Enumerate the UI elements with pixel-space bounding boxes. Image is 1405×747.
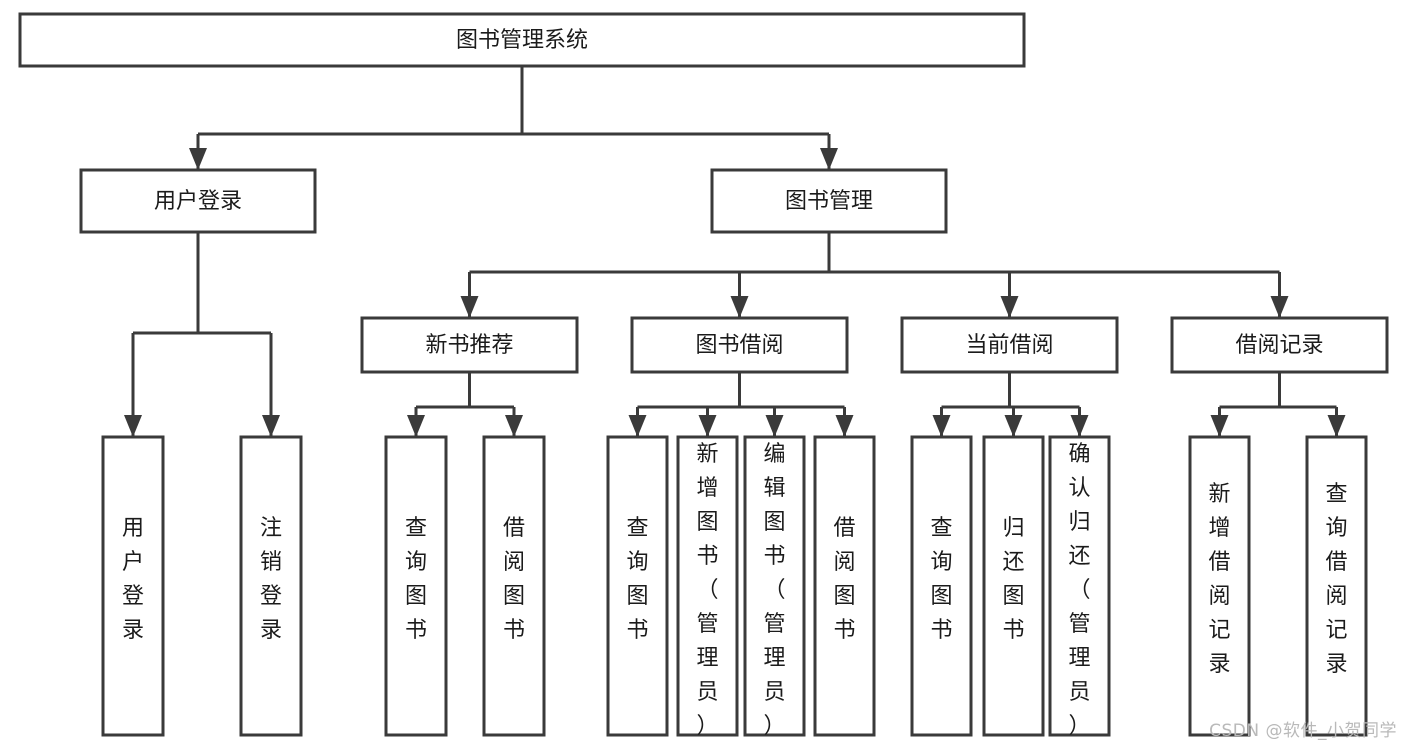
node-leaf-edit-book[interactable]: 编辑图书（管理员） [743,435,806,739]
node-box-leaf-edit-book [743,435,806,737]
node-label-leaf-edit-book: 编辑图书（管理员） [763,442,785,739]
arrow-to-leaf-query-book-borrow [628,415,647,437]
arrow-to-leaf-borrow-book [835,415,854,437]
node-box-leaf-add-book [676,435,739,737]
node-box-current-borrow [900,316,1119,374]
node-label-current-borrow: 当前借阅 [965,333,1053,358]
arrow-to-leaf-query-record [1327,415,1346,437]
node-box-user-login [79,168,317,234]
node-root[interactable]: 图书管理系统 [18,12,1026,68]
arrow-to-leaf-user-logout [262,415,280,437]
arrow-to-leaf-add-record [1210,415,1229,437]
node-leaf-add-book[interactable]: 新增图书（管理员） [676,435,739,739]
node-box-leaf-query-book-rec [384,435,448,737]
arrow-to-leaf-confirm-return [1070,415,1089,437]
node-box-leaf-confirm-return [1048,435,1111,737]
arrow-to-user-login [189,148,207,170]
node-label-borrow-record: 借阅记录 [1235,333,1323,358]
node-new-book-rec[interactable]: 新书推荐 [360,316,579,374]
arrow-to-book-borrow [730,296,749,318]
node-label-new-book-rec: 新书推荐 [425,333,513,358]
node-label-book-manage: 图书管理 [785,189,873,214]
node-leaf-user-logout[interactable]: 注销登录 [239,435,303,737]
node-label-leaf-user-logout: 注销登录 [260,516,282,643]
node-label-leaf-query-book-cur: 查询图书 [930,516,952,643]
node-current-borrow[interactable]: 当前借阅 [900,316,1119,374]
node-user-login[interactable]: 用户登录 [79,168,317,234]
node-box-leaf-return-book [982,435,1045,737]
node-label-leaf-user-login: 用户登录 [122,516,144,643]
node-leaf-user-login[interactable]: 用户登录 [101,435,165,737]
arrow-to-leaf-return-book [1004,415,1023,437]
node-leaf-borrow-book-rec[interactable]: 借阅图书 [482,435,546,737]
arrow-to-leaf-query-book-cur [932,415,951,437]
node-leaf-return-book[interactable]: 归还图书 [982,435,1045,737]
watermark-label: CSDN @软件_小贺同学 [1209,721,1397,741]
node-box-leaf-user-logout [239,435,303,737]
node-label-leaf-query-record: 查询借阅记录 [1325,482,1347,677]
node-label-root: 图书管理系统 [456,28,588,53]
arrow-to-current-borrow [1000,296,1019,318]
node-box-borrow-record [1170,316,1389,374]
node-box-leaf-borrow-book [813,435,876,737]
node-label-leaf-query-book-borrow: 查询图书 [626,516,648,643]
arrow-to-new-book-rec [460,296,479,318]
node-label-leaf-return-book: 归还图书 [1002,516,1024,643]
node-box-book-borrow [630,316,849,374]
node-label-book-borrow: 图书借阅 [695,333,783,358]
node-leaf-confirm-return[interactable]: 确认归还（管理员） [1048,435,1111,739]
node-leaf-query-book-rec[interactable]: 查询图书 [384,435,448,737]
arrow-to-leaf-user-login [124,415,142,437]
node-label-leaf-borrow-book-rec: 借阅图书 [503,516,525,643]
node-layer: 图书管理系统用户登录图书管理新书推荐图书借阅当前借阅借阅记录用户登录注销登录查询… [18,12,1389,739]
node-box-root [18,12,1026,68]
arrow-to-book-manage [820,148,838,170]
node-leaf-query-book-cur[interactable]: 查询图书 [910,435,973,737]
node-book-borrow[interactable]: 图书借阅 [630,316,849,374]
node-label-leaf-add-record: 新增借阅记录 [1208,482,1230,677]
connector-layer [124,66,1346,437]
arrow-to-leaf-edit-book [765,415,784,437]
arrow-to-leaf-add-book [698,415,717,437]
node-leaf-borrow-book[interactable]: 借阅图书 [813,435,876,737]
node-label-leaf-add-book: 新增图书（管理员） [696,442,718,739]
node-box-leaf-query-book-cur [910,435,973,737]
node-book-manage[interactable]: 图书管理 [710,168,948,234]
node-borrow-record[interactable]: 借阅记录 [1170,316,1389,374]
node-box-book-manage [710,168,948,234]
node-box-leaf-query-book-borrow [606,435,669,737]
node-box-leaf-query-record [1305,435,1368,737]
arrow-to-borrow-record [1270,296,1289,318]
arrow-to-leaf-borrow-book-rec [505,415,523,437]
node-box-leaf-add-record [1188,435,1251,737]
arrow-to-leaf-query-book-rec [407,415,425,437]
node-label-leaf-borrow-book: 借阅图书 [833,516,855,643]
node-box-leaf-user-login [101,435,165,737]
node-label-user-login: 用户登录 [154,189,242,214]
node-label-leaf-query-book-rec: 查询图书 [405,516,427,643]
node-leaf-query-record[interactable]: 查询借阅记录 [1305,435,1368,737]
node-box-new-book-rec [360,316,579,374]
node-leaf-query-book-borrow[interactable]: 查询图书 [606,435,669,737]
node-label-leaf-confirm-return: 确认归还（管理员） [1068,442,1090,739]
node-box-leaf-borrow-book-rec [482,435,546,737]
node-leaf-add-record[interactable]: 新增借阅记录 [1188,435,1251,737]
